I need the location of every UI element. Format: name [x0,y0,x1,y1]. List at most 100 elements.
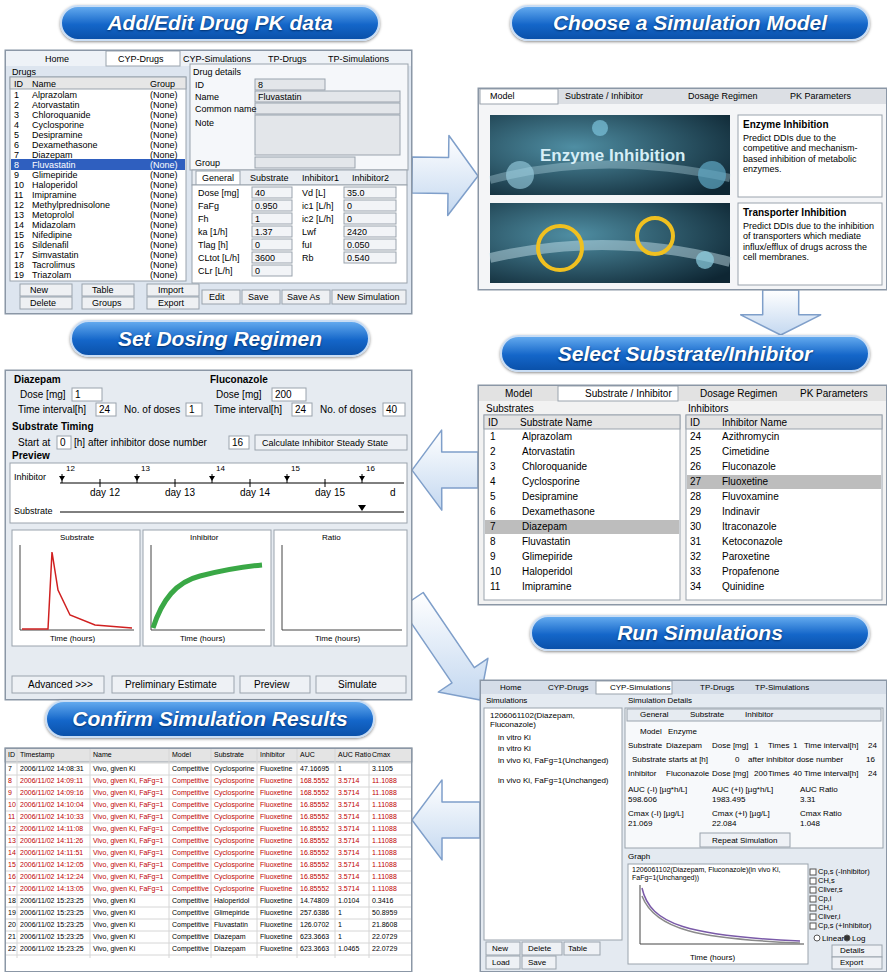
screen-text: Fluoxetine [260,861,292,869]
screen-text: Vd [L] [302,188,326,198]
screen-text: 168.5552 [300,777,329,785]
screen-panel [252,265,292,276]
screen-text: Diazepam [32,150,73,160]
screen-panel [810,869,816,875]
screen-text: 1.11088 [372,825,397,833]
screen-text: Diazepam [522,521,567,533]
screen-panel [627,709,881,721]
screen-text: 1 [754,741,758,750]
table-rule [5,859,412,860]
screen-text: Substrate [690,710,724,719]
flow-arrow [412,136,478,216]
screen-text: 8 [14,160,19,170]
screen-text: 40 [386,404,397,416]
screen-text: Common name [195,104,257,114]
screen-text: 2006/11/02 14:09:16 [20,789,84,797]
screen-text: Imipramine [32,190,77,200]
screen-text: Time interval[h] [18,404,86,416]
screen-text: Cyclosporine [214,789,254,797]
screen-panel [186,403,202,416]
screen-text: (None) [150,220,178,230]
screen-text: Advanced >>> [28,679,93,691]
screen-text: 18 [14,260,24,270]
screen-text: (None) [150,170,178,180]
screen-text: 2006/11/02 14:11:51 [20,849,83,857]
screen-text: Sildenafil [32,240,69,250]
screen-text: Cimetidine [722,446,769,458]
screen-panel [11,159,185,170]
screen-text: Desipramine [522,491,578,503]
screen-panel [625,708,883,848]
screen-text: Competitive [172,765,209,773]
screen-text: Competitive [172,897,209,905]
screen-text: Cyclosporine [214,849,254,857]
screen-text: Inhibitor [14,472,46,482]
screen-text: Cmax Ratio [800,809,842,818]
table-rule [90,748,91,958]
screen-text: Dosage Regimen [688,91,758,101]
screen-text: Model [505,388,532,400]
screen-text: No. of doses [124,404,180,416]
screen-text: Repeat Simulation [712,836,777,845]
screen-text: 3.5714 [338,825,359,833]
screen-text: Fluoxetine [260,873,292,881]
screen-text: 11 [490,581,500,593]
screen-panel [240,676,310,693]
table-rule [17,748,18,958]
screen-text: 7 [490,521,496,533]
screen-text: 17 [8,885,16,893]
screen-text: 2006/11/02 14:11:26 [20,837,83,845]
screen-panel [82,297,134,309]
screen-text: 3.1105 [372,765,393,773]
screen-text: TP-Simulations [328,54,389,64]
screen-text: Glimepiride [214,909,249,917]
screen-text: Lwf [302,227,316,237]
screen-text: (None) [150,120,178,130]
screen-text: Inhibitor [260,751,285,759]
screen-panel [57,436,71,449]
screen-text: Competitive [172,825,209,833]
screen-panel [486,942,520,955]
screen-panel [628,864,808,964]
screen-text: 200 [275,389,292,401]
screenshot-frame [478,88,887,290]
screen-text: Fluvastatin [522,536,570,548]
screen-text: 3.5714 [338,789,359,797]
screen-text: Fluoxetine [260,789,292,797]
screen-text: 17 [14,250,24,260]
screen-text: Fluoxetine [260,765,292,773]
screen-text: Alprazolam [32,90,77,100]
screen-text: Vivo, given Ki, FaFg=1 [93,813,164,821]
screen-text: day 13 [165,487,195,499]
screen-text: FaFg [198,201,219,211]
table-rule [5,907,412,908]
screen-text: 18 [8,897,16,905]
screen-text: Cmax [372,751,390,759]
screen-text: Fluoxetine [260,933,292,941]
dose-marker [59,476,366,511]
screen-text: Drug details [193,67,241,77]
screen-text: Table [92,285,114,295]
screen-text: AUC Ratio [338,751,371,759]
screen-text: 3 [490,461,496,473]
screen-text: Nifedipine [32,230,72,240]
screen-text: Home [500,683,521,692]
screen-text: 1 [338,933,342,941]
screen-panel [12,676,104,693]
screen-text: Competitive [172,885,209,893]
screen-text: Cyclosporine [214,813,254,821]
screen-text: Substrate Name [520,417,592,429]
screen-text: 3.5714 [338,801,359,809]
screen-text: Preliminary Estimate [125,679,217,691]
screen-text: Dose [mg] [712,741,748,750]
screen-text: Substrates [486,403,534,415]
screen-text: fuI [302,240,312,250]
screen-text: Inhibitor [190,533,218,542]
screen-text: 10 [8,801,16,809]
screen-text: 1983.495 [712,795,745,804]
screen-text: (None) [150,270,178,280]
screen-text: Chloroquanide [522,461,587,473]
screen-text: 598.606 [628,795,657,804]
screen-text: 1 [338,909,342,917]
table-rule [5,871,412,872]
